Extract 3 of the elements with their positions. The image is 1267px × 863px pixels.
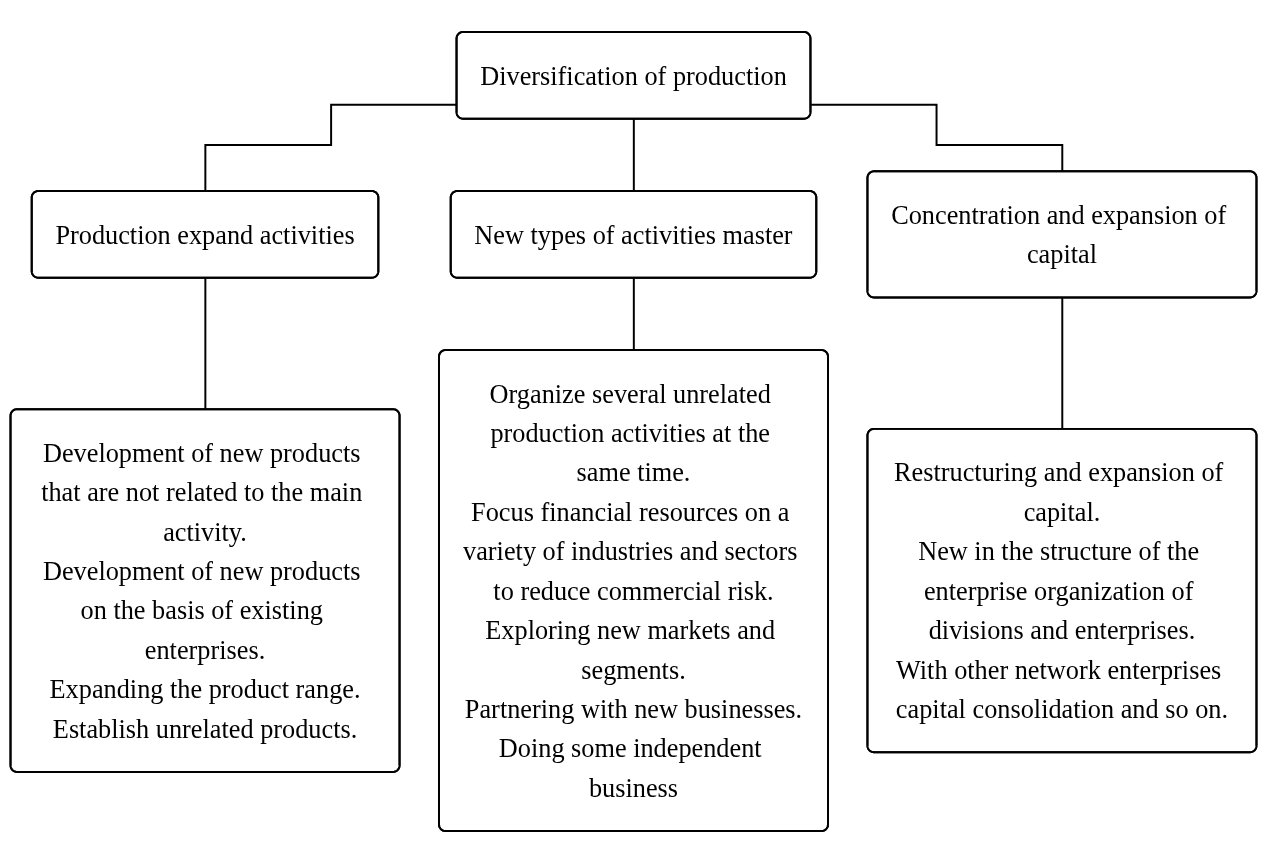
connector (204, 277, 207, 411)
connector (632, 277, 636, 352)
connector (810, 103, 1064, 173)
